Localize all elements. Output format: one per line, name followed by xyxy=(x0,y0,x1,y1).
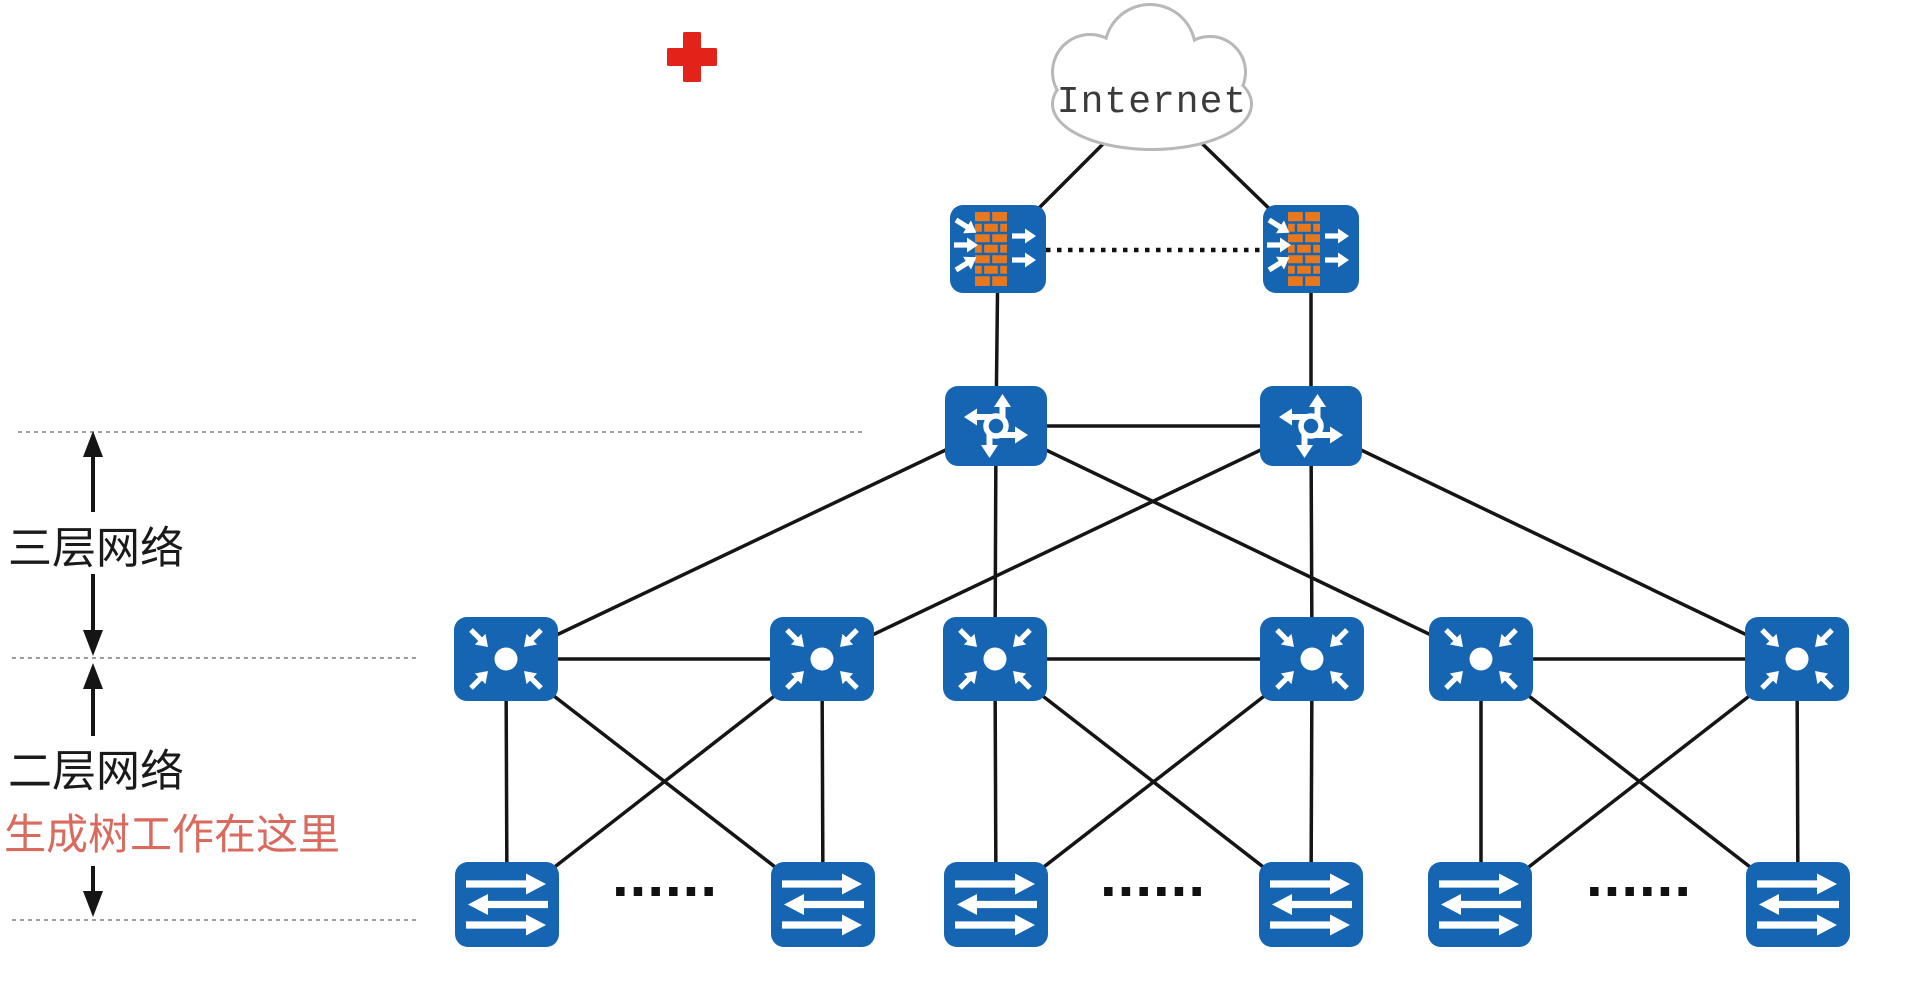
red-cross-vertical-bar xyxy=(683,32,701,82)
layer2-label: 二层网络 xyxy=(8,747,184,796)
layer3-arrow-up-head xyxy=(83,431,103,457)
aggregation-switch-icon-6 xyxy=(1745,617,1849,701)
link-agg4-acc3 xyxy=(994,657,1314,906)
aggregation-switch-icon-4 xyxy=(1260,617,1364,701)
aggregation-switch-icon-2 xyxy=(770,617,874,701)
core-router-icon-left xyxy=(945,386,1047,466)
access-switch-icon-4 xyxy=(1259,862,1363,947)
layer2-arrow-up-head xyxy=(83,663,103,689)
layer3-arrow-down-head xyxy=(83,630,103,656)
aggregation-switch-icon-5 xyxy=(1429,617,1533,701)
ellipsis-1: ...... xyxy=(612,842,718,909)
access-switch-icon-3 xyxy=(944,862,1048,947)
core-router-icon-right xyxy=(1260,386,1362,466)
topology-links xyxy=(504,93,1800,906)
aggregation-switch-icon-1 xyxy=(454,617,558,701)
access-switch-icon-6 xyxy=(1746,862,1850,947)
ellipsis-3: ...... xyxy=(1586,842,1692,909)
red-cross-marker-icon xyxy=(667,32,717,82)
layer3-label: 三层网络 xyxy=(8,524,184,573)
layer3-range-arrow xyxy=(83,431,103,656)
layer2-arrow-down-head xyxy=(83,891,103,917)
access-switch-icon-5 xyxy=(1428,862,1532,947)
link-agg6-acc5 xyxy=(1479,657,1799,906)
firewall-icon-right xyxy=(1263,205,1359,293)
link-router2-agg2 xyxy=(821,424,1312,661)
aggregation-switch-icon-3 xyxy=(943,617,1047,701)
ellipsis-2: ...... xyxy=(1100,842,1206,909)
link-router1-agg5 xyxy=(995,424,1482,661)
link-router2-agg6 xyxy=(1310,424,1798,661)
internet-label: Internet xyxy=(1057,81,1247,124)
stp-note: 生成树工作在这里 xyxy=(4,811,340,858)
access-switch-icon-1 xyxy=(455,862,559,947)
access-switch-icon-2 xyxy=(771,862,875,947)
layer2-range-arrow xyxy=(83,663,103,917)
link-agg2-acc1 xyxy=(505,657,824,906)
firewall-icon-left xyxy=(950,205,1046,293)
link-router1-agg1 xyxy=(505,424,997,661)
layer-boundary-lines xyxy=(12,431,865,921)
internet-cloud-icon: Internet xyxy=(1054,6,1250,148)
